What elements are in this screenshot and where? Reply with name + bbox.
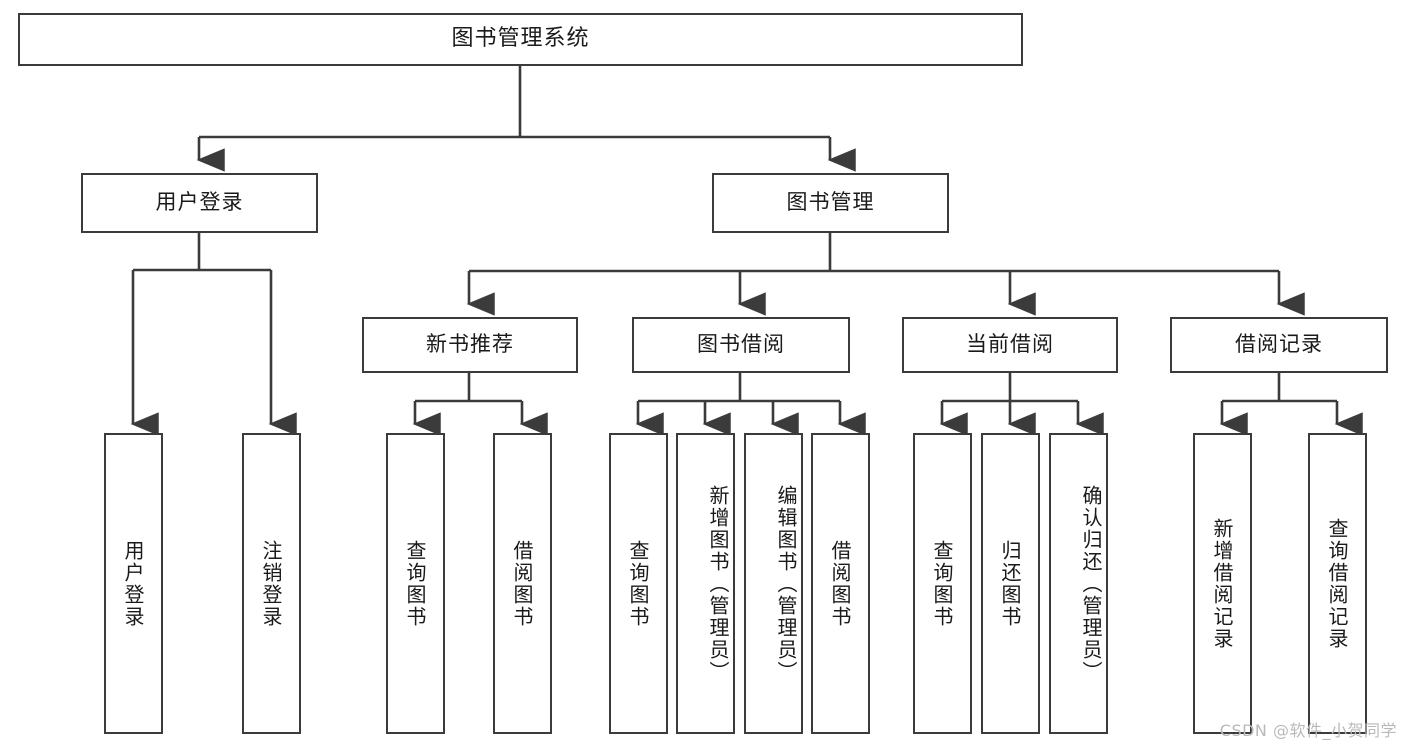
node-leaf-add-borrow-record[interactable]: 新增借阅记录 xyxy=(1193,433,1252,734)
node-new-book-recommend[interactable]: 新书推荐 xyxy=(362,317,578,373)
node-label: 查询图书 xyxy=(626,539,650,628)
node-leaf-query-book-recommend[interactable]: 查询图书 xyxy=(386,433,445,734)
node-leaf-edit-book-admin[interactable]: 编辑图书（管理员） xyxy=(744,433,803,734)
node-current-borrow[interactable]: 当前借阅 xyxy=(902,317,1118,373)
node-label: 新增借阅记录 xyxy=(1210,517,1234,650)
node-label: 当前借阅 xyxy=(966,332,1054,357)
node-leaf-borrow-book[interactable]: 借阅图书 xyxy=(811,433,870,734)
node-leaf-query-book-current[interactable]: 查询图书 xyxy=(913,433,972,734)
node-root-system[interactable]: 图书管理系统 xyxy=(18,13,1023,66)
node-borrow-record[interactable]: 借阅记录 xyxy=(1170,317,1388,373)
node-label: 图书借阅 xyxy=(697,332,785,357)
node-label: 归还图书 xyxy=(998,539,1022,628)
node-label: 用户登录 xyxy=(155,190,244,215)
node-label: 新书推荐 xyxy=(426,332,514,357)
node-leaf-logout[interactable]: 注销登录 xyxy=(242,433,301,734)
node-label: 注销登录 xyxy=(259,539,283,628)
node-label: 用户登录 xyxy=(121,539,145,628)
node-leaf-borrow-book-recommend[interactable]: 借阅图书 xyxy=(493,433,552,734)
node-leaf-query-book-borrow[interactable]: 查询图书 xyxy=(609,433,668,734)
node-label: 图书管理系统 xyxy=(451,26,590,52)
node-label: 图书管理 xyxy=(786,190,875,215)
node-label: 编辑图书（管理员） xyxy=(774,484,798,683)
node-label: 查询图书 xyxy=(403,539,427,628)
node-leaf-add-book-admin[interactable]: 新增图书（管理员） xyxy=(676,433,735,734)
node-label: 查询图书 xyxy=(930,539,954,628)
node-leaf-user-login[interactable]: 用户登录 xyxy=(104,433,163,734)
node-label: 确认归还（管理员） xyxy=(1079,484,1103,683)
node-label: 借阅图书 xyxy=(510,539,534,628)
node-book-management[interactable]: 图书管理 xyxy=(712,173,949,233)
node-label: 借阅记录 xyxy=(1235,332,1323,357)
node-leaf-confirm-return-admin[interactable]: 确认归还（管理员） xyxy=(1049,433,1108,734)
node-user-login[interactable]: 用户登录 xyxy=(81,173,318,233)
node-book-borrow[interactable]: 图书借阅 xyxy=(632,317,850,373)
node-label: 借阅图书 xyxy=(828,539,852,628)
node-label: 查询借阅记录 xyxy=(1325,517,1349,650)
node-leaf-query-borrow-record[interactable]: 查询借阅记录 xyxy=(1308,433,1367,734)
node-leaf-return-book[interactable]: 归还图书 xyxy=(981,433,1040,734)
watermark-text: CSDN @软件_小贺同学 xyxy=(1219,721,1397,740)
node-label: 新增图书（管理员） xyxy=(706,484,730,683)
